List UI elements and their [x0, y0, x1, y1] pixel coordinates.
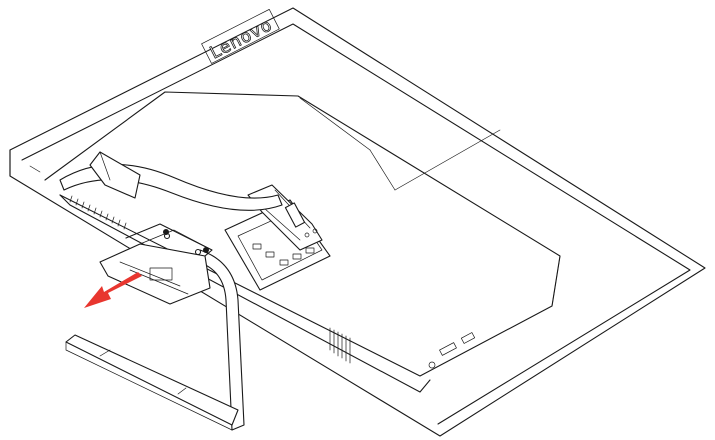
monitor-back-cover — [9, 7, 706, 437]
removable-module — [99, 223, 213, 305]
vent-grille-right — [329, 327, 351, 364]
removal-direction-arrow — [84, 272, 142, 308]
vent-grille-left — [69, 195, 127, 230]
rear-screws — [163, 229, 209, 253]
side-ports — [428, 332, 476, 369]
stand-arm — [59, 151, 283, 211]
stand-leg — [65, 249, 245, 431]
